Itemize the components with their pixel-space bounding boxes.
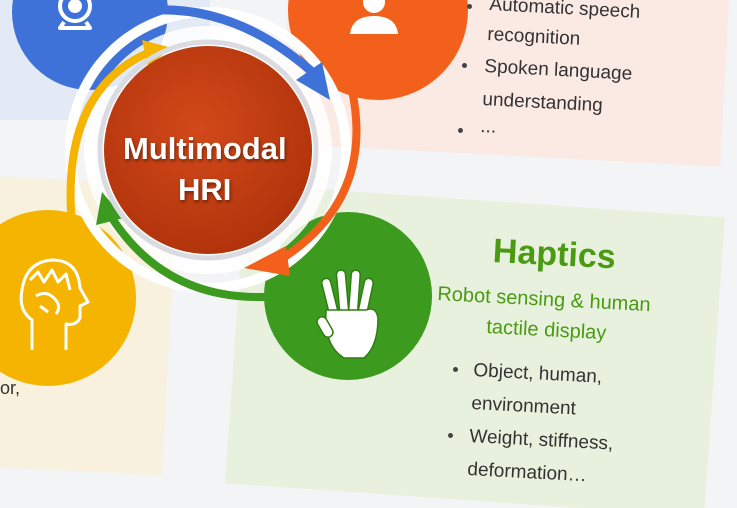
orange-arrowhead bbox=[244, 246, 290, 276]
bullet-dot bbox=[448, 433, 453, 438]
center-circle bbox=[104, 46, 312, 254]
center-title-line2: HRI bbox=[178, 172, 232, 207]
green-cycle-arrow bbox=[106, 211, 294, 302]
left-panel-fragment: or, bbox=[0, 378, 21, 398]
blue-arrowhead bbox=[296, 62, 330, 100]
haptics-title: Haptics bbox=[492, 232, 617, 277]
bullet-dot bbox=[462, 63, 467, 68]
center-ring bbox=[97, 39, 319, 261]
webcam-icon bbox=[58, 0, 92, 30]
bullet-dot bbox=[467, 4, 472, 9]
green-arrowhead bbox=[96, 192, 124, 225]
speech-bullet-3: ... bbox=[479, 116, 497, 138]
speaker-person-icon bbox=[350, 0, 398, 34]
brain-head-icon bbox=[19, 258, 90, 350]
yellow-cycle-arrow bbox=[66, 48, 154, 229]
orange-node bbox=[288, 0, 468, 100]
hand-icon bbox=[316, 269, 379, 359]
center-title-line1: Multimodal bbox=[123, 131, 287, 166]
bullet-dot bbox=[458, 128, 463, 133]
yellow-node bbox=[0, 210, 136, 386]
bullet-dot bbox=[453, 367, 458, 372]
orange-cycle-arrow bbox=[276, 86, 361, 264]
blue-cycle-arrow bbox=[65, 5, 315, 75]
